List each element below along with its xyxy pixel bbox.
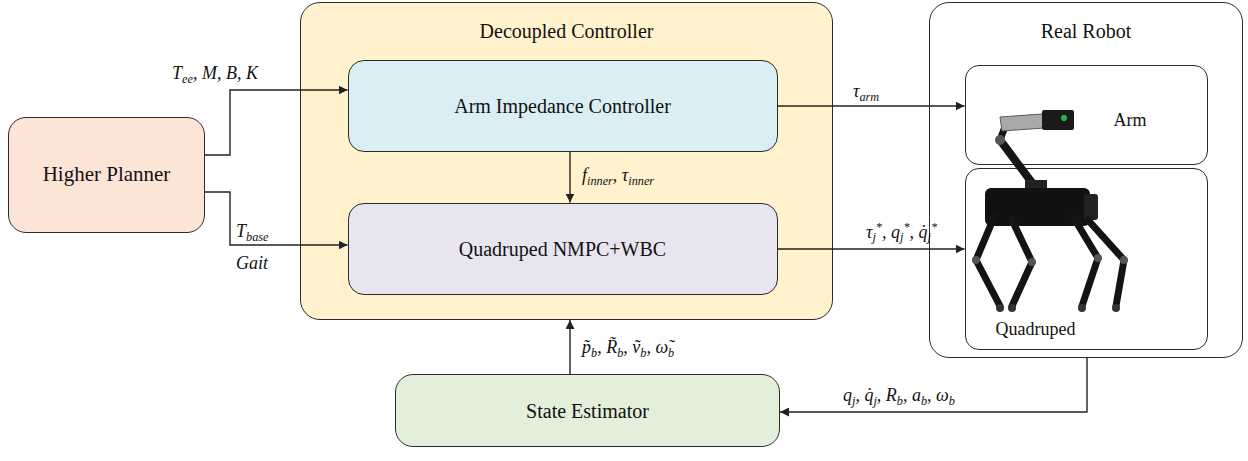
robot-knee — [1094, 254, 1102, 262]
process-box: Quadruped NMPC+WBC — [348, 203, 778, 295]
text-part: , ṽ — [623, 337, 640, 357]
box-title: Higher Planner — [43, 162, 171, 187]
robot-knee — [972, 256, 980, 264]
connector-arrow — [778, 248, 965, 249]
robot-foot — [1008, 304, 1016, 312]
signal-label: τarm — [853, 80, 879, 106]
robot-leg — [1088, 220, 1124, 306]
text-part: * — [931, 220, 937, 234]
signal-label: Gait — [236, 252, 268, 275]
box-title: Quadruped NMPC+WBC — [459, 237, 666, 261]
connector-arrow — [205, 192, 348, 245]
connector-arrow — [780, 358, 1087, 412]
robot-foot — [1112, 304, 1120, 312]
robot-knee — [1120, 256, 1128, 264]
text-part: b — [949, 394, 955, 408]
text-part: j — [900, 230, 903, 244]
text-part: inner — [587, 174, 613, 188]
arm-joint — [995, 135, 1005, 145]
signal-label: p̃b, R̃b, ṽb, ω̃b — [582, 336, 674, 362]
signal-label: Tbase — [236, 220, 268, 246]
text-part: b — [668, 346, 674, 360]
text-part: b — [921, 394, 927, 408]
signal-label: Tee, M, B, K — [172, 62, 258, 88]
text-part: , τ — [613, 165, 628, 185]
text-part: base — [246, 230, 268, 244]
text-part: ee — [182, 72, 193, 86]
text-part: , ω — [927, 385, 949, 405]
connector-arrow — [569, 320, 570, 374]
text-part: , q — [882, 222, 900, 242]
text-part: , R̃ — [597, 337, 617, 357]
robot-foot — [1078, 304, 1086, 312]
box-title: Real Robot — [1041, 19, 1132, 43]
controller-group: Decoupled ControllerArm Impedance Contro… — [300, 2, 833, 320]
text-part: , M, B, K — [193, 63, 258, 83]
text-part: , a — [903, 385, 921, 405]
text-part: , R — [877, 385, 897, 405]
signal-label: finner, τinner — [582, 164, 654, 190]
connector-arrow — [778, 105, 965, 106]
text-part: j — [928, 230, 931, 244]
text-part: T — [236, 221, 246, 241]
process-box: Arm Impedance Controller — [348, 60, 778, 152]
arm-gripper — [1042, 110, 1074, 130]
text-part: T — [172, 63, 182, 83]
arm-camera — [1061, 115, 1067, 121]
box-title: Quadruped — [996, 319, 1076, 341]
text-part: τ — [866, 222, 872, 242]
robot-knee — [1028, 258, 1036, 266]
text-part: b — [640, 346, 646, 360]
robot-arm-drawing — [995, 110, 1074, 192]
text-part: * — [876, 220, 882, 234]
text-part: j — [852, 394, 855, 408]
text-part: j — [873, 394, 876, 408]
text-part: b — [617, 346, 623, 360]
text-part: b — [897, 394, 903, 408]
text-part: p̃ — [582, 337, 591, 357]
text-part: , q̇ — [910, 222, 928, 242]
text-part: q — [843, 385, 852, 405]
connector-arrow — [205, 90, 348, 155]
text-part: , q̇ — [855, 385, 873, 405]
robot-foot — [996, 304, 1004, 312]
text-part: arm — [859, 90, 879, 104]
box-title: State Estimator — [526, 399, 649, 423]
robot-head — [1084, 194, 1098, 220]
text-part: * — [903, 220, 909, 234]
estimator-box: State Estimator — [395, 374, 780, 447]
box-title: Arm — [1114, 110, 1147, 132]
quadruped-drawing — [972, 188, 1128, 312]
text-part: τ — [853, 81, 859, 101]
signal-label: qj, q̇j, Rb, ab, ωb — [843, 384, 955, 410]
text-part: , ω̃ — [646, 337, 668, 357]
text-part: b — [591, 346, 597, 360]
signal-label: τj*, qj*, q̇j* — [866, 220, 937, 246]
text-part: inner — [628, 174, 654, 188]
box-title: Arm Impedance Controller — [454, 94, 671, 118]
text-part: j — [872, 230, 875, 244]
connector-arrow — [569, 152, 570, 203]
arm-part-box: Arm — [965, 65, 1208, 165]
box-title: Decoupled Controller — [480, 19, 654, 43]
planner-box: Higher Planner — [8, 117, 205, 233]
text-part: f — [582, 165, 587, 185]
